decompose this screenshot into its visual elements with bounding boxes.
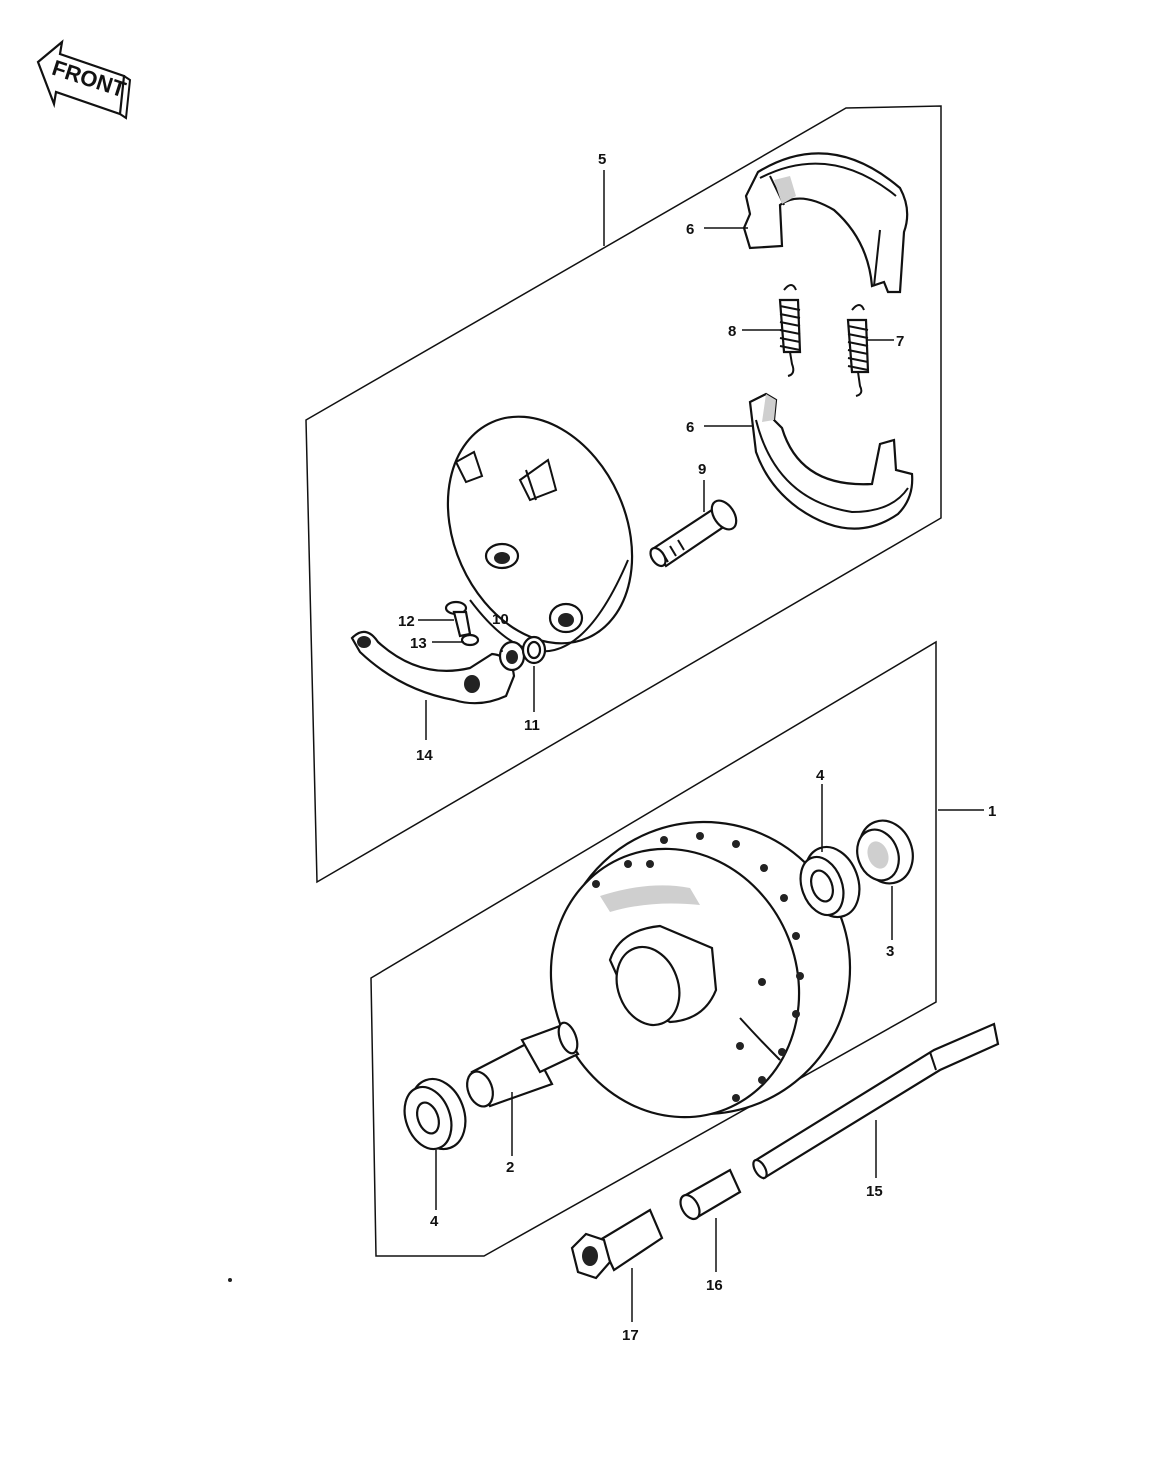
label-4-left: 4	[430, 1213, 439, 1230]
label-4-right: 4	[816, 767, 825, 784]
label-15: 15	[866, 1183, 883, 1200]
label-3: 3	[886, 943, 894, 960]
label-5: 5	[598, 151, 606, 168]
grease-seal	[856, 819, 914, 885]
label-1: 1	[988, 803, 996, 820]
brake-shoe-upper	[742, 152, 909, 294]
wheel-bearing-right	[799, 845, 861, 919]
brake-spring-8	[778, 284, 802, 377]
front-axle	[752, 1022, 1000, 1180]
spoke-holes	[592, 832, 804, 1102]
wheel-bearing-left	[403, 1077, 467, 1151]
label-2: 2	[506, 1159, 514, 1176]
lever-lock-washer	[460, 633, 480, 647]
label-7: 7	[896, 333, 904, 350]
label-12: 12	[398, 613, 415, 630]
brake-camshaft	[649, 499, 738, 568]
label-6-upper: 6	[686, 221, 694, 238]
lever-bolt	[444, 600, 472, 638]
label-6-lower: 6	[686, 419, 694, 436]
brake-spring-7	[846, 304, 870, 397]
reference-numbers: 5 6 8 7 6 9 12 13 10 11 14 4 1 3 2 15 4 …	[398, 151, 996, 1344]
axle-nut	[570, 1208, 664, 1280]
axle-spacer-collar	[679, 1168, 742, 1221]
label-14: 14	[416, 747, 433, 764]
label-13: 13	[410, 635, 427, 652]
hub-assembly-outline	[370, 640, 937, 1257]
label-8: 8	[728, 323, 736, 340]
leader-lines	[418, 170, 984, 1322]
label-11: 11	[524, 717, 540, 734]
front-hub	[549, 820, 852, 1119]
label-16: 16	[706, 1277, 723, 1294]
label-17: 17	[622, 1327, 639, 1344]
cam-o-ring	[521, 635, 547, 665]
brake-panel-assembly-outline	[305, 105, 942, 884]
hub-distance-collar	[466, 1021, 580, 1108]
stray-dot	[228, 1278, 232, 1282]
label-9: 9	[698, 461, 706, 478]
label-10: 10	[492, 611, 509, 628]
brake-panel	[446, 415, 634, 653]
cam-seal	[498, 640, 526, 672]
brake-shoe-lower	[748, 392, 914, 530]
front-direction-arrow: FRONT	[36, 39, 132, 120]
